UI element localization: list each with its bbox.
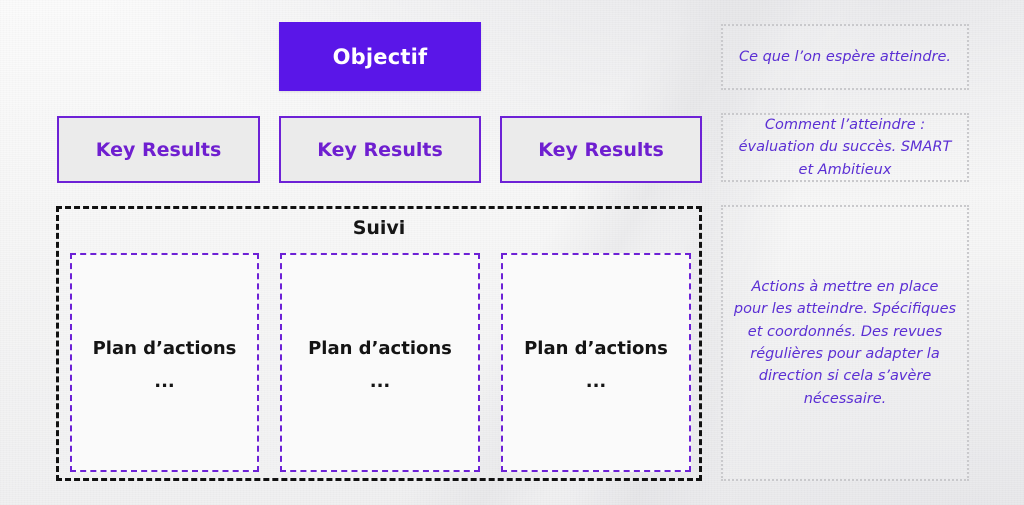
objective-box[interactable]: Objectif xyxy=(279,22,481,91)
annotation-box-key-results: Comment l’atteindre : évaluation du succ… xyxy=(721,113,969,182)
action-plan-box-2[interactable]: Plan d’actions ... xyxy=(280,253,480,472)
action-plan-dots-3: ... xyxy=(585,371,607,392)
annotation-text-action-plans: Actions à mettre en place pour les attei… xyxy=(733,278,957,407)
annotation-text-objective: Ce que l’on espère atteindre. xyxy=(738,48,952,65)
key-result-label-3: Key Results xyxy=(538,138,664,161)
annotation-box-objective: Ce que l’on espère atteindre. xyxy=(721,24,969,90)
action-plan-box-1[interactable]: Plan d’actions ... xyxy=(70,253,259,472)
annotation-text-key-results: Comment l’atteindre : évaluation du succ… xyxy=(738,117,952,178)
action-plan-title-3: Plan d’actions xyxy=(524,338,668,359)
action-plan-title-1: Plan d’actions xyxy=(92,338,237,359)
key-result-box-3[interactable]: Key Results xyxy=(500,116,702,183)
key-result-box-2[interactable]: Key Results xyxy=(279,116,481,183)
action-plan-box-3[interactable]: Plan d’actions ... xyxy=(501,253,691,472)
objective-label: Objectif xyxy=(332,44,428,69)
key-result-label-2: Key Results xyxy=(317,138,443,161)
key-result-label-1: Key Results xyxy=(95,138,222,161)
action-plan-title-2: Plan d’actions xyxy=(308,338,452,359)
annotation-box-action-plans: Actions à mettre en place pour les attei… xyxy=(721,205,969,481)
tracking-title: Suivi xyxy=(352,217,406,239)
action-plan-dots-1: ... xyxy=(154,371,175,392)
key-result-box-1[interactable]: Key Results xyxy=(57,116,260,183)
action-plan-dots-2: ... xyxy=(369,371,391,392)
